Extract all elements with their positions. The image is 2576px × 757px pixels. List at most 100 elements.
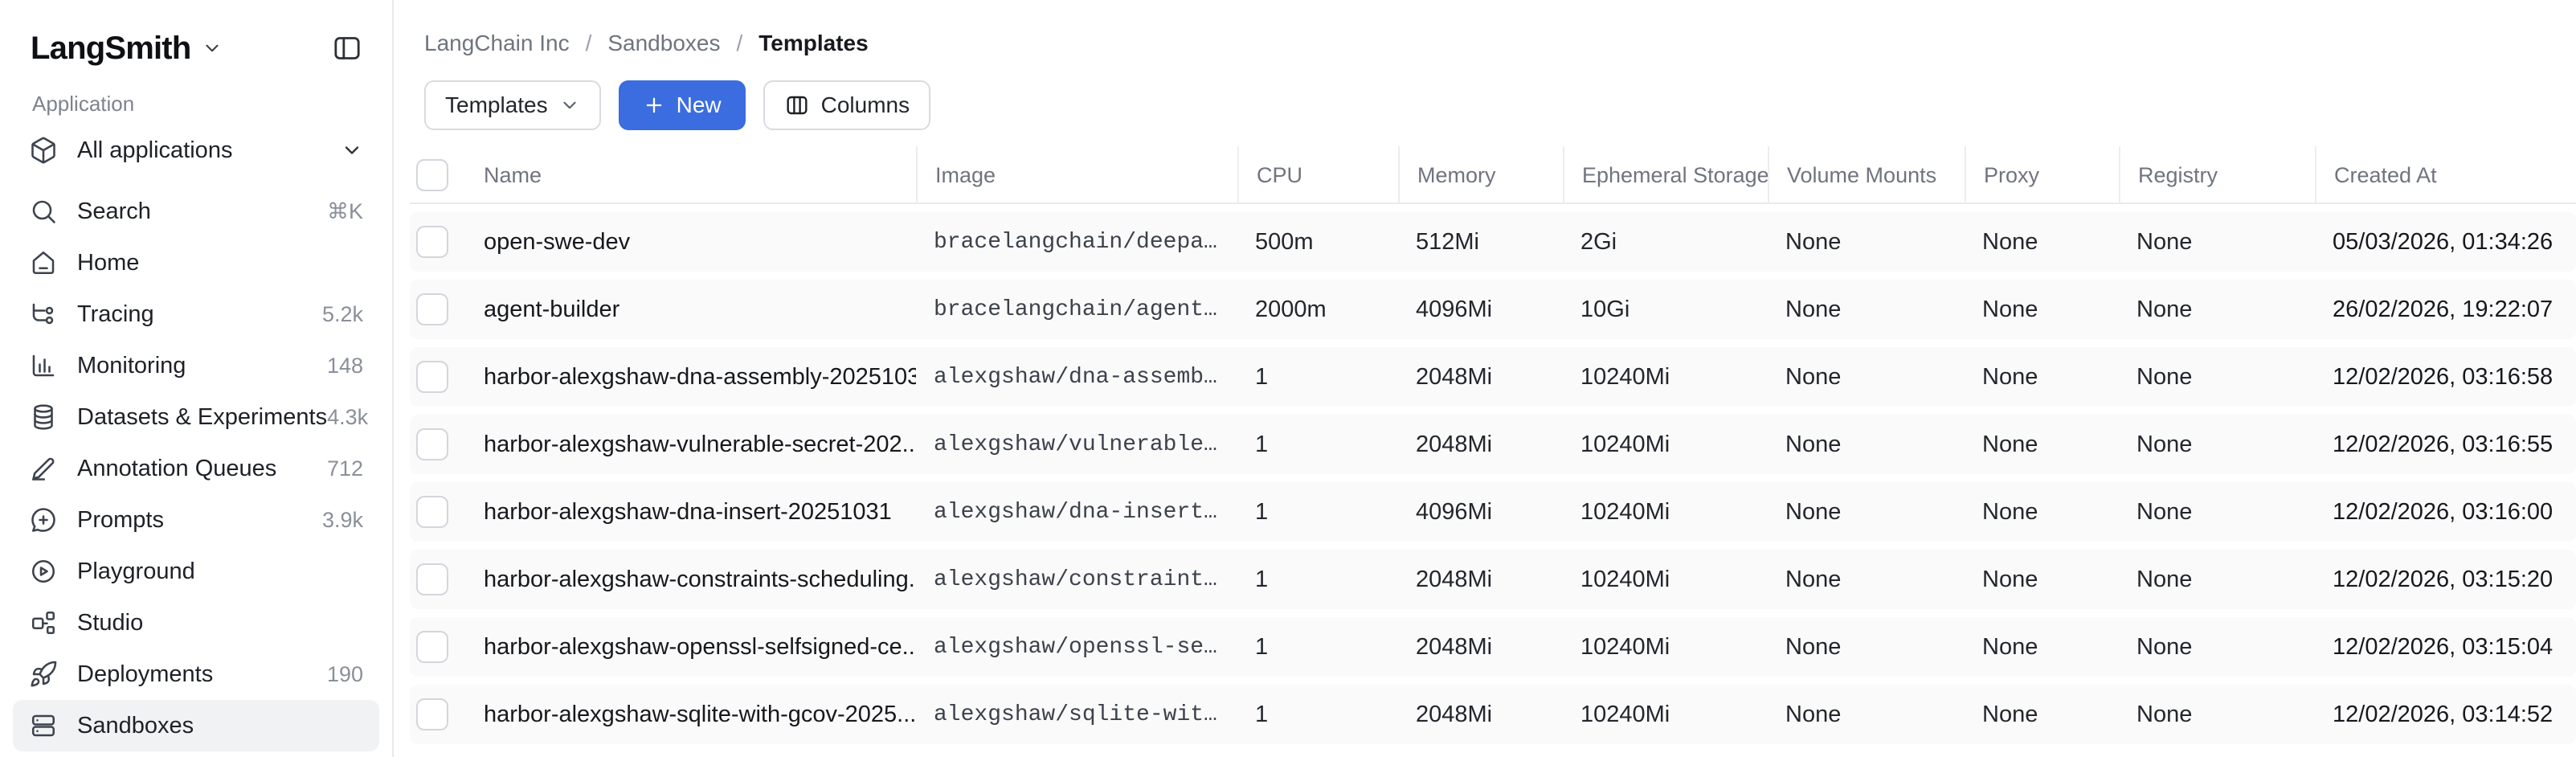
row-checkbox[interactable]	[416, 361, 448, 393]
sidebar-item-playground[interactable]: Playground	[13, 546, 379, 597]
table-row[interactable]: harbor-alexgshaw-sqlite-with-gcov-2025..…	[410, 685, 2576, 744]
template-cpu: 1	[1255, 566, 1269, 592]
breadcrumb-sandboxes[interactable]: Sandboxes	[607, 31, 721, 55]
template-ephemeral-storage: 10240Mi	[1580, 633, 1670, 660]
template-created-at: 12/02/2026, 03:16:55	[2333, 431, 2554, 457]
template-registry: None	[2136, 228, 2193, 255]
template-created-at: 12/02/2026, 03:15:20	[2333, 566, 2554, 592]
pen-icon	[29, 454, 58, 483]
tracing-icon	[29, 300, 58, 329]
sidebar-item-label: Studio	[77, 609, 144, 636]
sidebar-section-label: Application	[32, 92, 135, 116]
table-row[interactable]: agent-builder bracelangchain/agent… 2000…	[410, 280, 2576, 339]
template-name: harbor-alexgshaw-dna-assembly-20251031	[484, 363, 916, 390]
breadcrumb-org[interactable]: LangChain Inc	[424, 31, 570, 55]
template-cpu: 2000m	[1255, 296, 1327, 322]
select-all-checkbox[interactable]	[416, 159, 448, 191]
template-proxy: None	[1982, 296, 2038, 322]
template-registry: None	[2136, 566, 2193, 592]
table-row[interactable]: harbor-alexgshaw-vulnerable-secret-202..…	[410, 415, 2576, 474]
sidebar-nav: All applications Search ⌘K Home	[13, 125, 379, 751]
template-image: alexgshaw/sqlite-wit…	[934, 702, 1217, 727]
table-row[interactable]: harbor-alexgshaw-dna-assembly-20251031 a…	[410, 347, 2576, 407]
sidebar-item-deployments[interactable]: Deployments 190	[13, 649, 379, 700]
home-icon	[29, 248, 58, 277]
row-checkbox[interactable]	[416, 563, 448, 595]
table-row[interactable]: harbor-alexgshaw-openssl-selfsigned-ce..…	[410, 617, 2576, 677]
sidebar-item-label: Datasets & Experiments	[77, 403, 328, 430]
columns-button[interactable]: Columns	[763, 80, 931, 130]
row-checkbox[interactable]	[416, 428, 448, 460]
template-memory: 4096Mi	[1416, 296, 1493, 322]
view-selector-dropdown[interactable]: Templates	[424, 80, 601, 130]
sidebar-item-monitoring[interactable]: Monitoring 148	[13, 340, 379, 391]
sidebar-item-studio[interactable]: Studio	[13, 597, 379, 649]
template-proxy: None	[1982, 566, 2038, 592]
template-image: alexgshaw/constraint…	[934, 567, 1217, 592]
row-checkbox[interactable]	[416, 698, 448, 730]
table-row[interactable]: harbor-alexgshaw-dna-insert-20251031 ale…	[410, 482, 2576, 542]
sidebar-item-annotation-queues[interactable]: Annotation Queues 712	[13, 443, 379, 494]
template-name: harbor-alexgshaw-dna-insert-20251031	[484, 498, 892, 525]
sidebar-item-datasets-experiments[interactable]: Datasets & Experiments 4.3k	[13, 391, 379, 443]
template-name: open-swe-dev	[484, 228, 631, 255]
template-volume-mounts: None	[1785, 296, 1842, 322]
columns-icon	[784, 92, 810, 118]
template-image: bracelangchain/deepa…	[934, 229, 1217, 255]
rocket-icon	[29, 660, 58, 689]
template-memory: 4096Mi	[1416, 498, 1493, 525]
count-badge: 5.2k	[321, 301, 363, 326]
template-registry: None	[2136, 363, 2193, 390]
count-badge: 712	[326, 456, 363, 481]
template-image: alexgshaw/openssl-se…	[934, 634, 1217, 660]
workspace-switcher[interactable]: LangSmith	[31, 31, 223, 67]
sidebar-item-prompts[interactable]: Prompts 3.9k	[13, 494, 379, 546]
play-circle-icon	[29, 557, 58, 586]
row-checkbox[interactable]	[416, 496, 448, 528]
plus-icon	[643, 94, 665, 117]
sidebar-item-tracing[interactable]: Tracing 5.2k	[13, 288, 379, 340]
template-proxy: None	[1982, 633, 2038, 660]
template-volume-mounts: None	[1785, 701, 1842, 727]
template-name: agent-builder	[484, 296, 620, 322]
template-memory: 2048Mi	[1416, 431, 1493, 457]
table-row[interactable]: harbor-alexgshaw-constraints-scheduling.…	[410, 550, 2576, 609]
template-cpu: 1	[1255, 498, 1269, 525]
template-proxy: None	[1982, 701, 2038, 727]
chevron-down-icon	[202, 38, 223, 59]
new-template-button[interactable]: New	[618, 80, 746, 130]
column-header-volume-mounts: Volume Mounts	[1768, 146, 1965, 204]
template-memory: 2048Mi	[1416, 701, 1493, 727]
sidebar-item-label: Deployments	[77, 661, 214, 687]
template-created-at: 05/03/2026, 01:34:26	[2333, 228, 2554, 255]
template-proxy: None	[1982, 228, 2038, 255]
box-icon	[29, 136, 58, 165]
row-checkbox[interactable]	[416, 631, 448, 663]
sidebar-item-sandboxes[interactable]: Sandboxes	[13, 700, 379, 751]
breadcrumb-separator: /	[736, 31, 743, 55]
table-header: Name Image CPU Memory Ephemeral Storage …	[410, 146, 2576, 204]
template-proxy: None	[1982, 363, 2038, 390]
collapse-sidebar-button[interactable]	[326, 27, 368, 69]
row-checkbox[interactable]	[416, 293, 448, 325]
template-registry: None	[2136, 431, 2193, 457]
breadcrumb-current-page: Templates	[758, 31, 869, 55]
table-row[interactable]: open-swe-dev bracelangchain/deepa… 500m …	[410, 212, 2576, 272]
count-badge: 190	[326, 661, 363, 686]
sidebar-item-search[interactable]: Search ⌘K	[13, 186, 379, 237]
sidebar-item-all-applications[interactable]: All applications	[13, 125, 379, 176]
row-checkbox[interactable]	[416, 226, 448, 258]
template-registry: None	[2136, 633, 2193, 660]
column-header-created-at: Created At	[2315, 146, 2576, 204]
sidebar-item-home[interactable]: Home	[13, 237, 379, 288]
template-image: alexgshaw/vulnerable…	[934, 432, 1217, 457]
main-content: LangChain Inc / Sandboxes / Templates Te…	[394, 0, 2576, 757]
template-cpu: 1	[1255, 363, 1269, 390]
sidebar-item-label: Search	[77, 198, 151, 224]
template-name: harbor-alexgshaw-constraints-scheduling.…	[484, 566, 916, 592]
app-logo: LangSmith	[31, 30, 191, 66]
template-image: alexgshaw/dna-assemb…	[934, 364, 1217, 390]
column-header-name: Name	[484, 162, 542, 187]
template-ephemeral-storage: 10Gi	[1580, 296, 1630, 322]
